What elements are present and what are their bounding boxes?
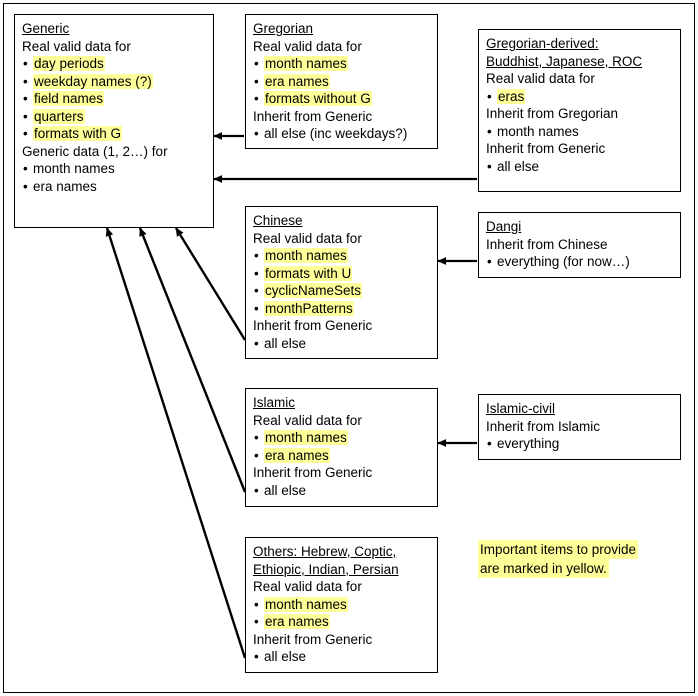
box-gregorian-title: Gregorian bbox=[253, 21, 314, 36]
box-generic-text-3: field names bbox=[33, 91, 105, 106]
box-islamic-text-1: month names bbox=[264, 430, 348, 445]
box-gregorian-derived-line-1: eras bbox=[486, 88, 673, 106]
box-chinese-line-1: month names bbox=[253, 247, 430, 265]
box-gregorian-line-1: month names bbox=[253, 55, 430, 73]
box-generic[interactable]: Generic Real valid data for day periods … bbox=[14, 14, 214, 228]
box-generic-line-5: formats with G bbox=[22, 125, 206, 143]
box-chinese-text-3: cyclicNameSets bbox=[264, 283, 363, 298]
box-dangi-title: Dangi bbox=[486, 219, 522, 234]
box-others-line-2: era names bbox=[253, 613, 430, 631]
box-gregorian-derived-line-3: month names bbox=[486, 123, 673, 141]
box-others-line-3: Inherit from Generic bbox=[253, 631, 373, 647]
box-generic-text-7: month names bbox=[33, 161, 115, 176]
box-islamic-text-2: era names bbox=[264, 447, 330, 463]
box-islamic-civil-text-1: everything bbox=[497, 436, 560, 451]
box-gregorian-line-5: all else (inc weekdays?) bbox=[253, 125, 430, 143]
box-islamic-civil-line-0: Inherit from Islamic bbox=[486, 418, 601, 434]
box-chinese-line-2: formats with U bbox=[253, 265, 430, 283]
box-dangi-text-1: everything (for now…) bbox=[497, 254, 630, 269]
box-others-title: Others: Hebrew, Coptic, Ethiopic, Indian… bbox=[253, 544, 399, 577]
box-gregorian-text-5: all else (inc weekdays?) bbox=[264, 126, 408, 141]
box-chinese-text-6: all else bbox=[264, 335, 307, 351]
box-chinese-line-6: all else bbox=[253, 335, 430, 353]
box-chinese-line-3: cyclicNameSets bbox=[253, 282, 430, 300]
box-islamic-civil-title: Islamic-civil bbox=[486, 401, 555, 416]
box-chinese-line-4: monthPatterns bbox=[253, 300, 430, 318]
box-gregorian-derived-line-5: all else bbox=[486, 158, 673, 176]
box-chinese-line-5: Inherit from Generic bbox=[253, 318, 373, 333]
box-gregorian-text-1: month names bbox=[264, 56, 348, 71]
box-generic-text-5: formats with G bbox=[33, 126, 123, 141]
box-gregorian-derived[interactable]: Gregorian-derived: Buddhist, Japanese, R… bbox=[478, 29, 681, 192]
box-gregorian-text-3: formats without G bbox=[264, 91, 372, 106]
box-chinese-text-4: monthPatterns bbox=[264, 300, 354, 316]
box-generic-line-7: month names bbox=[22, 160, 206, 178]
box-islamic-line-0: Real valid data for bbox=[253, 412, 362, 428]
box-others-text-1: month names bbox=[264, 596, 348, 612]
box-gregorian-derived-line-2: Inherit from Gregorian bbox=[486, 106, 619, 121]
box-generic-text-4: quarters bbox=[33, 108, 85, 124]
box-generic-title: Generic bbox=[22, 21, 70, 36]
box-generic-line-3: field names bbox=[22, 90, 206, 108]
box-gregorian-derived-text-1: eras bbox=[497, 88, 526, 104]
box-generic-line-0: Real valid data for bbox=[22, 38, 131, 54]
box-dangi-line-1: everything (for now…) bbox=[486, 253, 673, 271]
box-islamic-civil-line-1: everything bbox=[486, 435, 673, 453]
legend-note-text-2: are marked in yellow. bbox=[478, 559, 609, 578]
box-generic-line-1: day periods bbox=[22, 55, 206, 73]
box-gregorian-text-2: era names bbox=[264, 73, 330, 89]
box-gregorian-line-2: era names bbox=[253, 73, 430, 91]
box-generic-text-8: era names bbox=[33, 178, 97, 194]
box-islamic-line-1: month names bbox=[253, 429, 430, 447]
box-others-line-0: Real valid data for bbox=[253, 579, 362, 594]
box-chinese-text-2: formats with U bbox=[264, 265, 353, 281]
legend-note-line-1: Important items to provide bbox=[478, 540, 688, 559]
box-generic-line-8: era names bbox=[22, 178, 206, 196]
box-islamic-civil[interactable]: Islamic-civil Inherit from Islamic every… bbox=[478, 394, 681, 460]
box-gregorian-derived-text-3: month names bbox=[497, 123, 579, 139]
diagram-border bbox=[3, 3, 695, 693]
box-gregorian-line-3: formats without G bbox=[253, 90, 430, 108]
box-gregorian-line-0: Real valid data for bbox=[253, 38, 362, 54]
box-generic-line-6: Generic data (1, 2…) for bbox=[22, 143, 168, 159]
box-dangi-line-0: Inherit from Chinese bbox=[486, 236, 608, 252]
box-generic-line-2: weekday names (?) bbox=[22, 73, 206, 91]
box-others-line-1: month names bbox=[253, 596, 430, 614]
box-islamic-line-4: all else bbox=[253, 482, 430, 500]
box-gregorian-line-4: Inherit from Generic bbox=[253, 108, 373, 124]
legend-note-text-1: Important items to provide bbox=[478, 540, 639, 559]
box-others-text-2: era names bbox=[264, 614, 330, 629]
legend-note: Important items to provide are marked in… bbox=[478, 540, 688, 578]
box-gregorian-derived-title: Gregorian-derived: Buddhist, Japanese, R… bbox=[486, 36, 643, 69]
box-chinese-line-0: Real valid data for bbox=[253, 230, 362, 246]
box-chinese[interactable]: Chinese Real valid data for month names … bbox=[245, 206, 438, 359]
box-islamic[interactable]: Islamic Real valid data for month names … bbox=[245, 388, 438, 507]
box-dangi[interactable]: Dangi Inherit from Chinese everything (f… bbox=[478, 212, 681, 278]
box-generic-text-1: day periods bbox=[33, 56, 105, 71]
box-islamic-line-2: era names bbox=[253, 447, 430, 465]
box-others-line-4: all else bbox=[253, 648, 430, 666]
box-generic-line-4: quarters bbox=[22, 108, 206, 126]
legend-note-line-2: are marked in yellow. bbox=[478, 559, 688, 578]
box-generic-text-2: weekday names (?) bbox=[33, 73, 153, 89]
box-gregorian-derived-line-4: Inherit from Generic bbox=[486, 141, 606, 156]
box-others-text-4: all else bbox=[264, 649, 307, 664]
box-gregorian-derived-line-0: Real valid data for bbox=[486, 71, 595, 86]
box-chinese-title: Chinese bbox=[253, 213, 303, 228]
box-gregorian[interactable]: Gregorian Real valid data for month name… bbox=[245, 14, 438, 149]
box-islamic-line-3: Inherit from Generic bbox=[253, 465, 373, 480]
box-gregorian-derived-text-5: all else bbox=[497, 158, 540, 174]
box-islamic-text-4: all else bbox=[264, 482, 307, 498]
box-islamic-title: Islamic bbox=[253, 395, 296, 410]
box-others[interactable]: Others: Hebrew, Coptic, Ethiopic, Indian… bbox=[245, 537, 438, 673]
box-chinese-text-1: month names bbox=[264, 248, 348, 263]
